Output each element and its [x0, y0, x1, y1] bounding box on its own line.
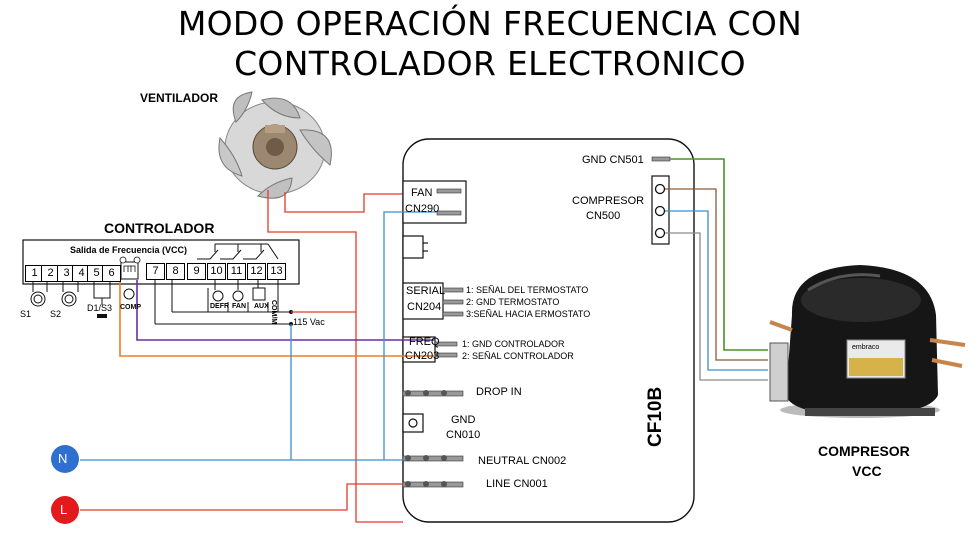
compresor-vcc-label-line2: VCC: [852, 463, 882, 479]
s2-label: S2: [50, 309, 62, 319]
neutral-symbol: N: [58, 451, 68, 466]
terminal-12: 12: [247, 263, 266, 280]
defr-label: DEFR: [210, 303, 230, 310]
fan-motor-illustration: [218, 91, 332, 199]
compresor-cn500-connector-label: CN500: [586, 210, 621, 222]
terminal-13: 13: [267, 263, 286, 280]
freq-pin-2: 2: SEÑAL CONTROLADOR: [462, 351, 574, 361]
comm-label: COM/M: [270, 300, 277, 325]
serial-pin-3: 3:SEÑAL HACIA ERMOSTATO: [466, 309, 591, 319]
serial-pin-2: 2: GND TERMOSTATO: [466, 297, 560, 307]
terminal-6: 6: [102, 265, 121, 282]
compressor-illustration: [769, 265, 966, 418]
terminal-11: 11: [227, 263, 246, 280]
gnd-cn501-label: GND CN501: [582, 154, 644, 166]
serial-cn204-label: CN204: [407, 301, 442, 313]
title-line-2: CONTROLADOR ELECTRONICO: [234, 44, 746, 83]
terminal-8: 8: [166, 263, 185, 280]
compresor-vcc-label-line1: COMPRESOR: [818, 443, 910, 459]
ventilador-label: VENTILADOR: [140, 91, 218, 105]
aux-label: AUX: [254, 303, 269, 310]
gnd-cn010-connector-label: CN010: [446, 429, 481, 441]
freq-label: FREQ: [409, 336, 440, 348]
fan-terminal-label: FAN: [232, 303, 246, 310]
fan-cn290-label: FAN: [411, 187, 433, 199]
terminal-2: 2: [41, 265, 60, 282]
s1-label: S1: [20, 309, 32, 319]
gnd-cn010-label: GND: [451, 414, 476, 426]
neutral-cn002-label: NEUTRAL CN002: [478, 455, 567, 467]
freq-pin-1: 1: GND CONTROLADOR: [462, 339, 565, 349]
controlador-label: CONTROLADOR: [104, 220, 215, 236]
terminal-9: 9: [187, 263, 206, 280]
serial-pin-1: 1: SEÑAL DEL TERMOSTATO: [466, 285, 589, 295]
fan-cn290-connector-label: CN290: [405, 203, 440, 215]
serial-label: SERIAL: [406, 285, 446, 297]
freq-cn203-label: CN203: [405, 350, 440, 362]
line-terminal-circle: [51, 496, 79, 524]
compressor-brand: embraco: [852, 344, 880, 351]
control-board: [402, 138, 695, 523]
comp-label: COMP: [120, 304, 141, 311]
title-line-1: MODO OPERACIÓN FRECUENCIA CON: [177, 4, 803, 43]
terminal-10: 10: [207, 263, 226, 280]
board-model-label: CF10B: [645, 386, 666, 447]
terminal-7: 7: [146, 263, 165, 280]
neutral-terminal-circle: [51, 445, 79, 473]
line-symbol: L: [60, 502, 68, 517]
d1s3-label: D1/S3: [87, 303, 113, 313]
vac-label: 115 Vac: [293, 317, 325, 327]
compresor-cn500-label: COMPRESOR: [572, 195, 645, 207]
drop-in-label: DROP IN: [476, 386, 522, 398]
controller-panel-title: Salida de Frecuencia (VCC): [70, 245, 188, 255]
line-cn001-label: LINE CN001: [486, 478, 548, 490]
